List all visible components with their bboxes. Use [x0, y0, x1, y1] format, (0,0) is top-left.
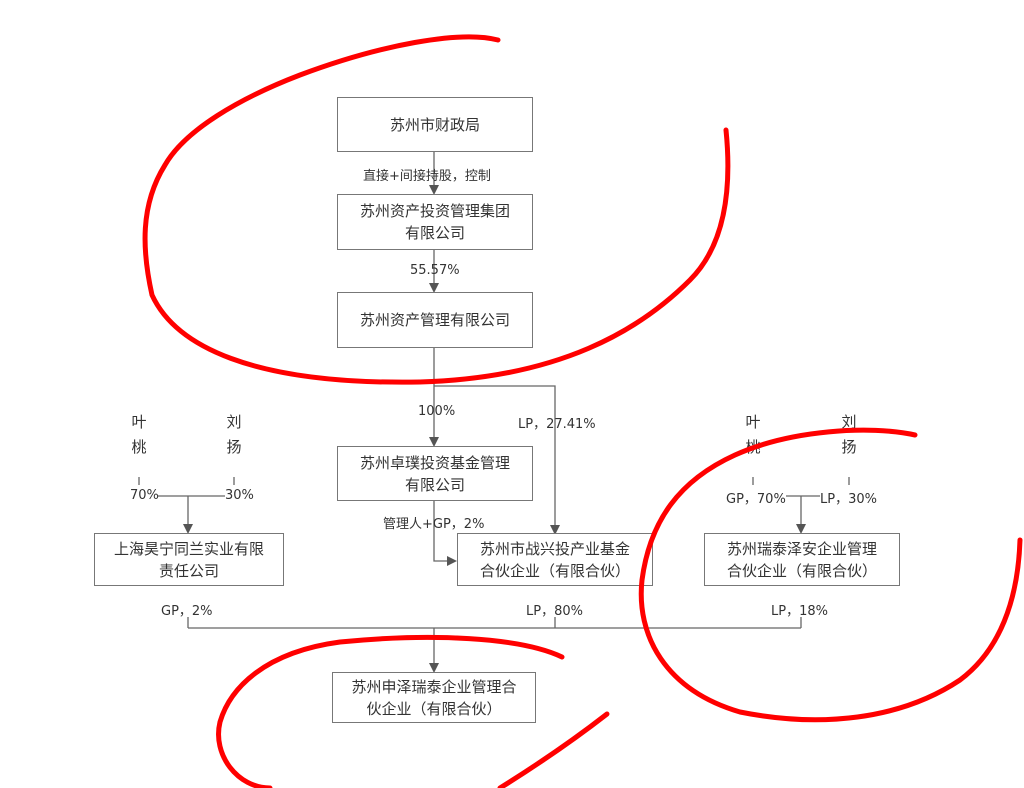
edge-label-lp-2741: LP，27.41% — [518, 417, 596, 432]
person-right-liu: 刘 扬 — [841, 413, 857, 456]
box-suzhou-asset-mgmt: 苏州资产管理有限公司 — [337, 292, 533, 348]
annotation-circle-right — [638, 427, 1023, 723]
edge-label-control: 直接+间接持股，控制 — [363, 169, 491, 184]
edge-label-left-70: 70% — [130, 488, 159, 503]
box-shenze-ruitai: 苏州申泽瑞泰企业管理合 伙企业（有限合伙） — [332, 672, 536, 723]
person-left-ye: 叶 桃 — [131, 413, 147, 456]
edge-label-gp-manager: 管理人+GP，2% — [383, 517, 485, 532]
box-ruitai-zean: 苏州瑞泰泽安企业管理 合伙企业（有限合伙） — [704, 533, 900, 586]
person-left-liu: 刘 扬 — [226, 413, 242, 456]
box-zhuopu-fund-mgmt: 苏州卓璞投资基金管理 有限公司 — [337, 446, 533, 501]
edge-label-gp-2: GP，2% — [161, 604, 213, 619]
edge-label-right-lp30: LP，30% — [820, 492, 877, 507]
edge-label-lp-80: LP，80% — [526, 604, 583, 619]
edge-label-left-30: 30% — [225, 488, 254, 503]
box-suzhou-finance-bureau: 苏州市财政局 — [337, 97, 533, 152]
edge-label-right-gp70: GP，70% — [726, 492, 786, 507]
edge-label-5557: 55.57% — [410, 263, 460, 278]
box-shanghai-haoning: 上海昊宁同兰实业有限 责任公司 — [94, 533, 284, 586]
annotation-circle-top — [142, 34, 731, 385]
box-zhanxing-fund: 苏州市战兴投产业基金 合伙企业（有限合伙） — [457, 533, 653, 586]
annotation-circle-bottom — [216, 634, 610, 788]
box-suzhou-asset-group: 苏州资产投资管理集团 有限公司 — [337, 194, 533, 250]
edge-label-lp-18: LP，18% — [771, 604, 828, 619]
edge-label-100: 100% — [418, 404, 456, 419]
